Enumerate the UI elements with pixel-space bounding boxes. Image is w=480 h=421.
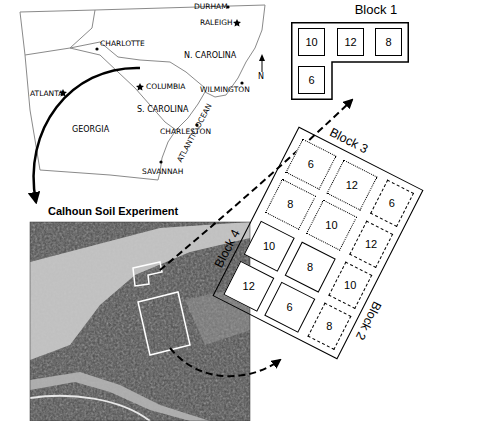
plot-number-text: 10 <box>344 280 356 291</box>
plot-number-text: 8 <box>288 199 294 210</box>
plot-number-text: 10 <box>305 37 317 48</box>
block-outline <box>133 262 162 286</box>
state-map <box>20 5 265 180</box>
plot-number-holder: 10 <box>299 29 324 55</box>
map-label: WILMINGTON <box>200 86 250 94</box>
map-label: N. CAROLINA <box>184 52 236 60</box>
plot-box: 12 <box>337 28 364 56</box>
plot-number-text: 12 <box>346 180 358 191</box>
plot-box: 8 <box>307 303 351 350</box>
map-label: RALEIGH <box>200 19 233 27</box>
plot-box: 8 <box>285 242 336 293</box>
plot-box: 12 <box>326 160 377 211</box>
plot-number-text: 12 <box>344 37 356 48</box>
plot-number-text: 6 <box>389 198 395 209</box>
plot-box: 10 <box>298 28 325 56</box>
plot-number-holder: 10 <box>245 222 293 270</box>
plot-number-text: 6 <box>308 75 314 86</box>
photo-caption: Calhoun Soil Experiment <box>48 206 178 217</box>
map-label: S. CAROLINA <box>137 106 188 114</box>
plot-number-text: 12 <box>365 239 377 250</box>
map-label: CHARLESTON <box>160 128 211 136</box>
plot-box: 6 <box>285 139 336 190</box>
plot-box: 6 <box>370 180 414 227</box>
map-label: ATLANTA <box>30 90 63 98</box>
plot-number-holder: 6 <box>266 283 314 331</box>
plot-number-holder: 8 <box>266 180 314 228</box>
plot-number-holder: 10 <box>330 263 371 308</box>
map-label: GEORGIA <box>72 126 109 134</box>
plot-number-holder: 12 <box>351 222 392 267</box>
plot-box: 10 <box>328 262 372 309</box>
city-dot <box>159 160 162 163</box>
state-border <box>25 55 158 180</box>
forest-area <box>30 222 250 421</box>
plot-box: 6 <box>264 282 315 333</box>
block-outline: Block 1101286 <box>291 22 409 100</box>
open-field <box>30 222 250 360</box>
map-label: CHARLOTTE <box>100 40 145 48</box>
north-arrow-head <box>259 54 265 61</box>
clearing <box>30 372 210 421</box>
plot-box: 8 <box>265 179 316 230</box>
plot-number-holder: 10 <box>307 201 355 249</box>
plot-number-holder: 12 <box>225 262 273 310</box>
aerial-photo <box>30 222 250 421</box>
plot-number-text: 12 <box>243 281 255 292</box>
state-border <box>70 42 205 88</box>
map-label: COLUMBIA <box>146 83 185 91</box>
plot-number-text: 10 <box>325 220 337 231</box>
block-outline <box>138 292 190 355</box>
plot-number-holder: 6 <box>287 140 335 188</box>
plot-number-text: 10 <box>263 241 275 252</box>
state-border <box>25 48 100 55</box>
north-arrow <box>259 54 265 72</box>
state-border <box>70 10 95 48</box>
plot-number-text: 6 <box>308 159 314 170</box>
state-border <box>20 5 265 12</box>
plot-number-text: 8 <box>326 321 332 332</box>
plot-number-holder: 6 <box>371 181 412 226</box>
plot-number-text: 8 <box>385 37 391 48</box>
plot-number-holder: 8 <box>376 29 401 55</box>
capital-star <box>233 19 241 27</box>
plot-box: 6 <box>298 66 325 94</box>
capital-star <box>136 83 144 91</box>
plot-number-holder: 12 <box>338 29 363 55</box>
plot-box: 10 <box>244 221 295 272</box>
zoom-arrow <box>170 348 280 376</box>
plot-number-text: 6 <box>287 302 293 313</box>
city-dot <box>95 47 98 50</box>
map-label: N <box>258 73 264 81</box>
block-label: Block 1 <box>341 3 411 16</box>
l-shape-path <box>292 23 409 100</box>
plot-box: 12 <box>349 221 393 268</box>
plot-number-holder: 8 <box>286 243 334 291</box>
plot-box: 10 <box>306 200 357 251</box>
plot-box: 8 <box>375 28 402 56</box>
map-label: DURHAM <box>194 3 228 11</box>
city-markers <box>59 5 244 163</box>
plot-number-holder: 8 <box>309 304 350 349</box>
state-border <box>100 55 176 130</box>
road <box>30 396 150 421</box>
photo-frame <box>30 222 250 421</box>
plot-number-holder: 12 <box>328 161 376 209</box>
state-border <box>20 12 25 55</box>
plot-number-text: 8 <box>307 262 313 273</box>
map-label: SAVANNAH <box>142 168 183 176</box>
forest-texture <box>30 222 250 421</box>
plot-number-holder: 6 <box>299 67 324 93</box>
city-dot <box>240 81 243 84</box>
plot-box: 12 <box>223 261 274 312</box>
locator-arrow <box>34 68 140 202</box>
